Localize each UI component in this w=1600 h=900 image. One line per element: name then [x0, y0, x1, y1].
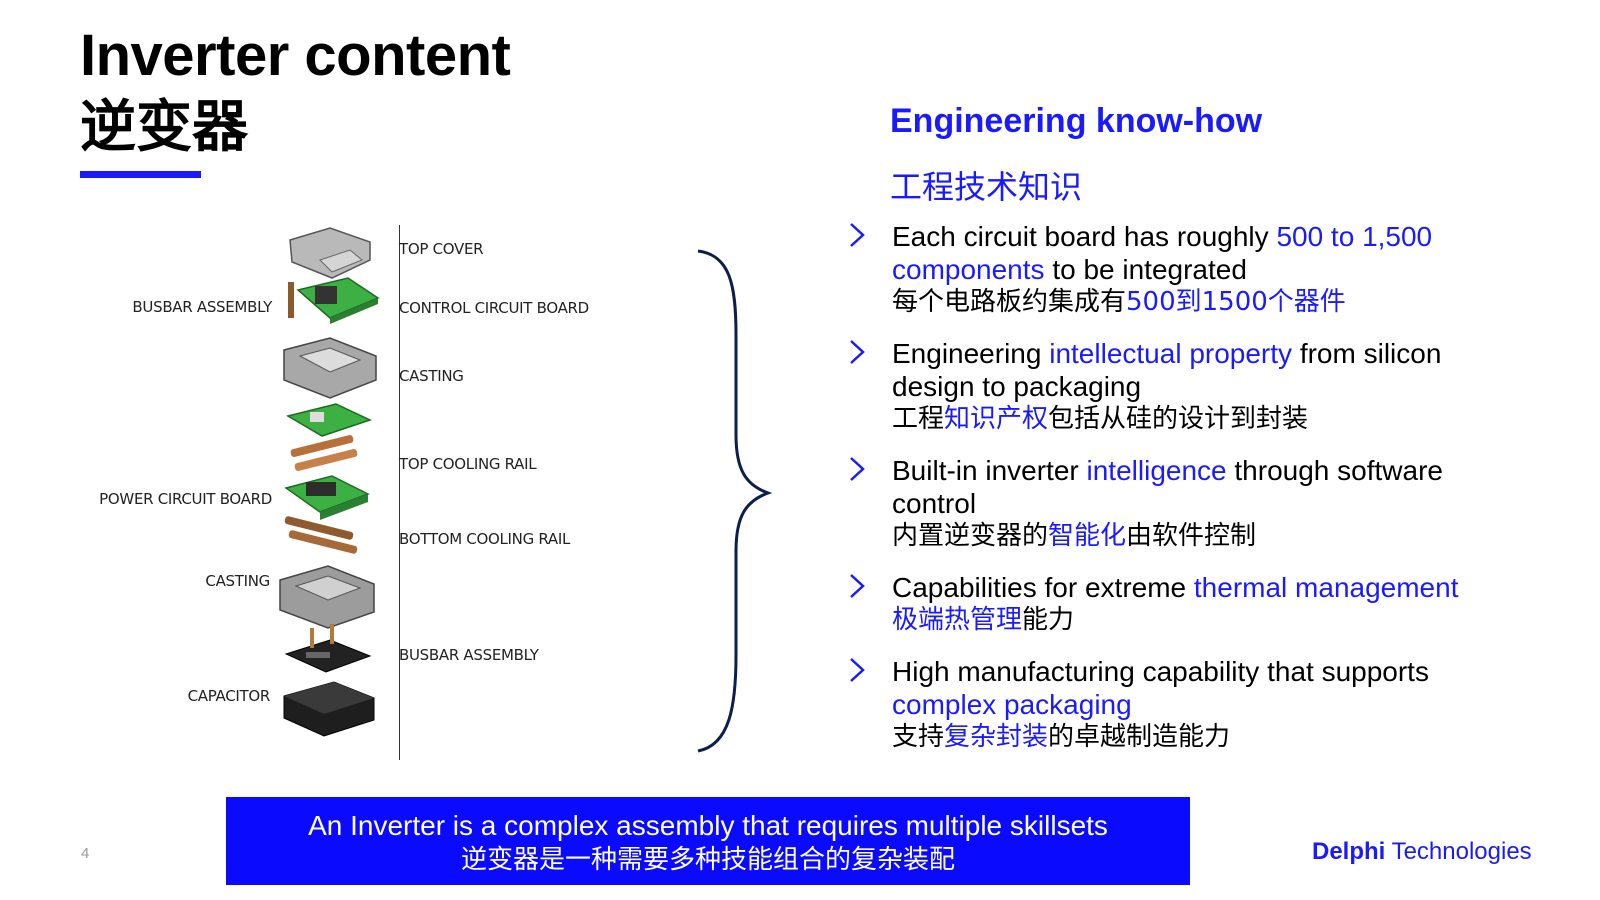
label-capacitor: CAPACITOR — [187, 687, 271, 705]
bullet-highlight: complex packaging — [892, 689, 1132, 720]
bullet-cn: 内置逆变器的智能化由软件控制 — [892, 521, 1257, 551]
bullet-text: High manufacturing capability that suppo… — [892, 656, 1429, 687]
chevron-right-icon — [850, 223, 865, 247]
label-top-cover: TOP COVER — [399, 240, 484, 258]
bullet-item: High manufacturing capability that suppo… — [840, 655, 1520, 754]
delphi-technologies-logo: Delphi Technologies — [1312, 838, 1532, 865]
label-casting-top: CASTING — [399, 367, 464, 385]
label-busbar-assembly-left: BUSBAR ASSEMBLY — [132, 298, 272, 316]
curly-brace — [697, 249, 773, 753]
bullet-cn: 工程知识产权包括从硅的设计到封装 — [892, 404, 1309, 434]
inverter-parts-illustration — [279, 227, 380, 737]
engineering-title: Engineering know-how — [890, 102, 1263, 140]
engineering-title-cn: 工程技术知识 — [890, 168, 1083, 206]
label-top-cooling-rail: TOP COOLING RAIL — [399, 455, 537, 473]
bullet-text: Engineering — [892, 338, 1050, 369]
bullet-list: Each circuit board has roughly 500 to 1,… — [840, 220, 1520, 772]
bullet-text-post: from silicon design to packaging — [892, 338, 1442, 402]
casting-part-top — [283, 337, 377, 399]
power-board-upper-part — [286, 403, 373, 437]
top-cover-part — [289, 227, 371, 279]
top-cooling-rail-part — [290, 435, 358, 471]
chevron-right-icon — [850, 574, 865, 598]
casting-part-lower — [279, 565, 375, 629]
power-board-part — [284, 475, 370, 520]
bullet-highlight: intellectual property — [1049, 338, 1293, 369]
bullet-highlight: 500 to 1,500 components — [892, 221, 1433, 285]
bullet-cn: 支持复杂封装的卓越制造能力 — [892, 722, 1231, 752]
label-power-circuit-board: POWER CIRCUIT BOARD — [99, 490, 272, 508]
bullet-text: Built-in inverter — [892, 455, 1087, 486]
chevron-right-icon — [850, 658, 865, 682]
bullet-text-post: to be integrated — [1044, 254, 1247, 285]
bullet-text-post: through software control — [892, 455, 1443, 519]
label-busbar-assembly-right: BUSBAR ASSEMBLY — [399, 646, 539, 664]
label-control-circuit-board: CONTROL CIRCUIT BOARD — [399, 299, 589, 317]
bullet-text: Capabilities for extreme — [892, 572, 1194, 603]
bullet-item: Capabilities for extreme thermal managem… — [840, 571, 1520, 637]
bullet-item: Built-in inverter intelligence through s… — [840, 454, 1520, 553]
chevron-right-icon — [850, 340, 865, 364]
chevron-right-icon — [850, 457, 865, 481]
summary-banner: An Inverter is a complex assembly that r… — [226, 797, 1190, 885]
label-divider-line — [399, 225, 400, 760]
bullet-item: Each circuit board has roughly 500 to 1,… — [840, 220, 1520, 319]
title-underline — [80, 171, 201, 178]
label-casting-lower: CASTING — [205, 572, 270, 590]
busbar-part — [284, 624, 372, 673]
page-title-cn: 逆变器 — [80, 95, 248, 160]
banner-line-en: An Inverter is a complex assembly that r… — [308, 810, 1108, 841]
page-title: Inverter content — [80, 23, 511, 88]
page-number: 4 — [81, 845, 90, 862]
bottom-cooling-rail-part — [284, 516, 358, 554]
control-board-part — [288, 277, 380, 324]
bullet-text: Each circuit board has roughly — [892, 221, 1277, 252]
bullet-highlight: intelligence — [1086, 455, 1227, 486]
bullet-highlight: thermal management — [1193, 572, 1459, 603]
label-bottom-cooling-rail: BOTTOM COOLING RAIL — [399, 530, 571, 548]
banner-line-cn: 逆变器是一种需要多种技能组合的复杂装配 — [460, 845, 955, 875]
bullet-item: Engineering intellectual property from s… — [840, 337, 1520, 436]
bullet-cn: 极端热管理能力 — [892, 605, 1075, 635]
capacitor-part — [283, 681, 375, 737]
bullet-cn: 每个电路板约集成有500到1500个器件 — [892, 287, 1346, 317]
